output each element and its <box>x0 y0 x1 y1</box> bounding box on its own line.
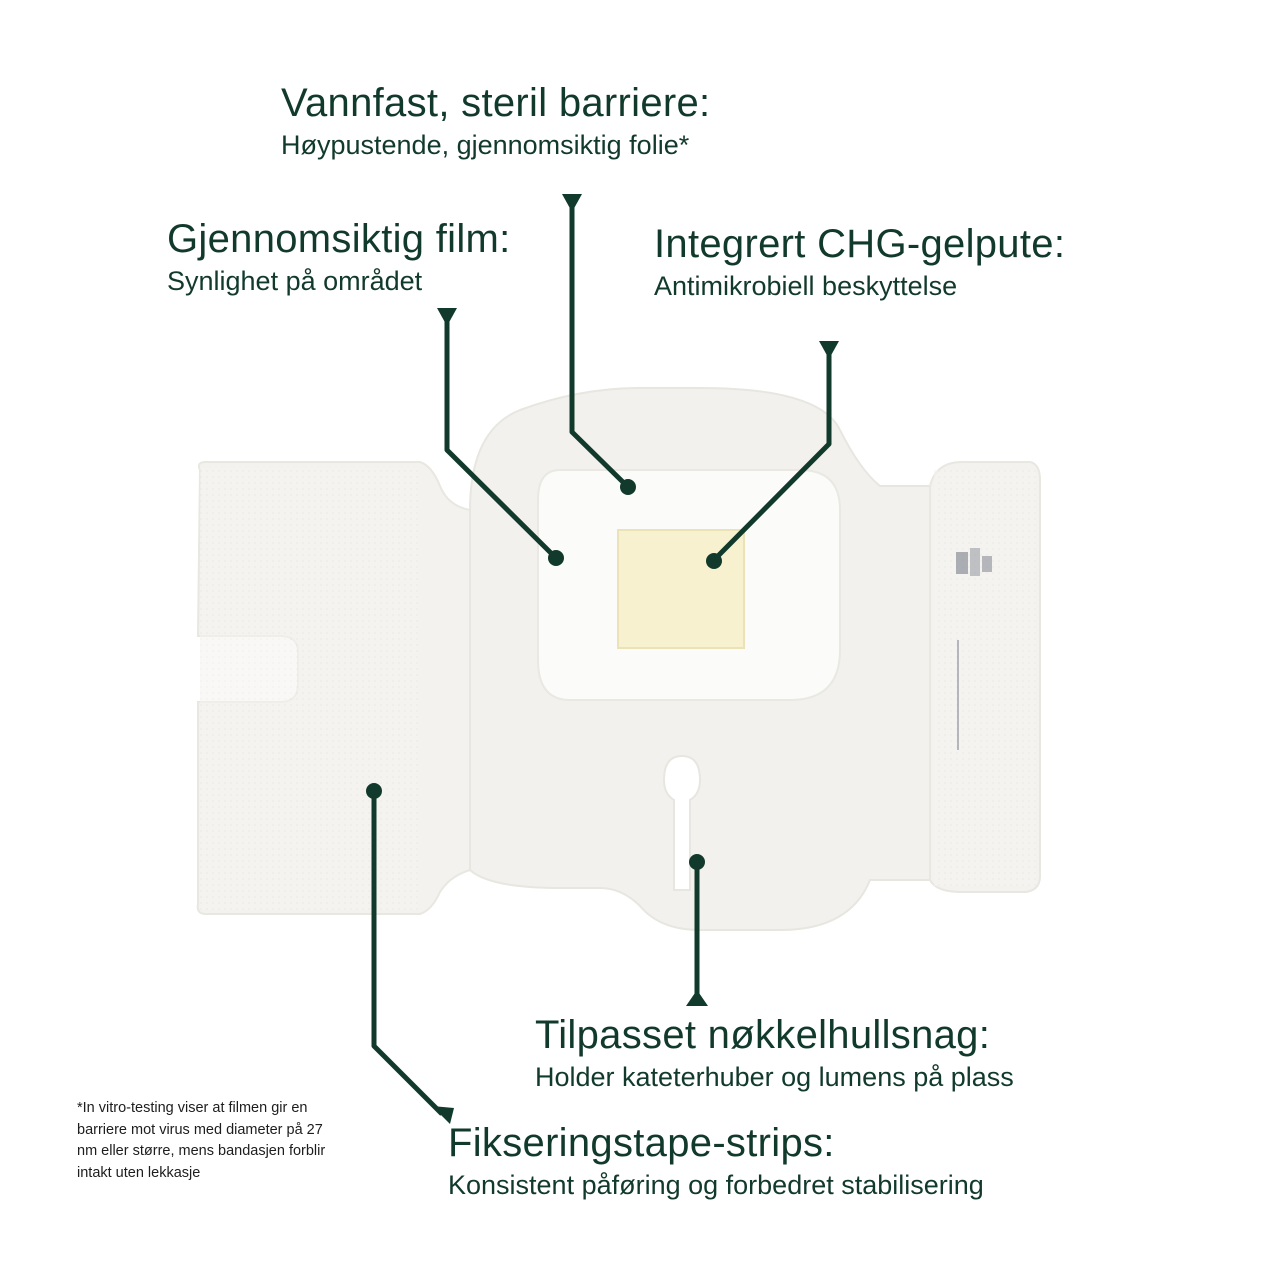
leader-line-barrier <box>569 205 630 489</box>
callout-notch: Tilpasset nøkkelhullsnag: Holder kateter… <box>535 1012 1014 1094</box>
callout-strips-title: Fikseringstape-strips: <box>448 1121 835 1165</box>
callout-film-title: Gjennomsiktig film: <box>167 217 511 261</box>
callout-gel-subtitle: Antimikrobiell beskyttelse <box>654 271 958 301</box>
leader-line-strips <box>371 791 444 1116</box>
callout-gel: Integrert CHG-gelpute: Antimikrobiell be… <box>654 221 1065 303</box>
strip-print-marks <box>956 548 992 750</box>
dot-strips <box>366 783 382 799</box>
callout-film: Gjennomsiktig film: Synlighet på området <box>167 216 511 298</box>
leader-line-gel <box>712 352 832 562</box>
callout-gel-title: Integrert CHG-gelpute: <box>654 222 1066 266</box>
right-strip-texture <box>934 470 1036 886</box>
pointer-notch <box>686 990 708 1006</box>
callout-barrier-title: Vannfast, steril barriere: <box>281 81 711 125</box>
dot-notch <box>689 854 705 870</box>
callout-strips-subtitle: Konsistent påføring og forbedret stabili… <box>448 1170 984 1200</box>
pointer-film <box>437 308 457 326</box>
callout-barrier-subtitle: Høypustende, gjennomsiktig folie* <box>281 130 690 160</box>
dot-film <box>548 550 564 566</box>
callout-film-subtitle: Synlighet på området <box>167 266 423 296</box>
leader-line-film <box>444 318 558 560</box>
callout-barrier: Vannfast, steril barriere: Høypustende, … <box>281 80 710 162</box>
callout-notch-subtitle: Holder kateterhuber og lumens på plass <box>535 1062 1014 1092</box>
footnote: *In vitro-testing viser at filmen gir en… <box>77 1100 326 1181</box>
dot-gel <box>706 553 722 569</box>
left-strip-texture <box>200 468 418 910</box>
pointer-barrier <box>562 194 582 212</box>
dot-barrier <box>620 479 636 495</box>
pointer-gel <box>819 341 839 359</box>
callout-notch-title: Tilpasset nøkkelhullsnag: <box>535 1013 991 1057</box>
callout-strips: Fikseringstape-strips: Konsistent påføri… <box>448 1120 984 1202</box>
pointer-strips <box>432 1106 454 1124</box>
keyhole-notch <box>662 754 702 891</box>
